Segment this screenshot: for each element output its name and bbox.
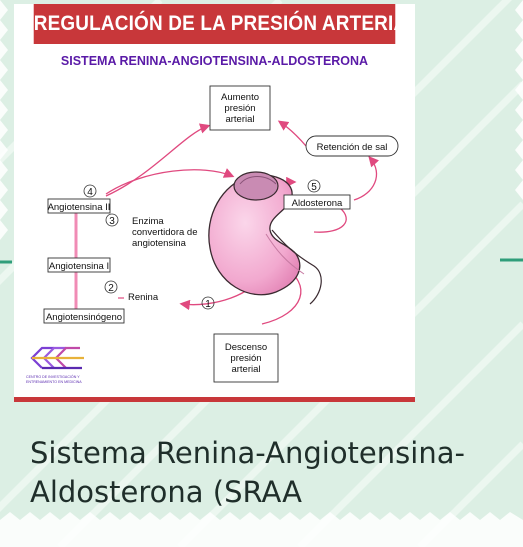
renina-label: Renina [128, 292, 159, 303]
arrow-retencion-to-aumento [277, 120, 307, 147]
step-4-circle [83, 184, 97, 198]
descenso-line2: presión [230, 353, 261, 364]
aldosterona-label: Aldosterona [292, 198, 343, 209]
angiotensinogeno-label: Angiotensinógeno [46, 312, 122, 323]
box-angiotensinogeno [43, 308, 125, 324]
banner-title: REGULACIÓN DE LA PRESIÓN ARTERIAL [33, 4, 415, 44]
enzima-line2: convertidora de [132, 227, 197, 238]
step-5-label: 5 [311, 182, 317, 193]
box-aumento-presion [209, 85, 271, 131]
box-angiotensina-i [47, 257, 111, 273]
diagram-subtitle: SISTEMA RENINA-ANGIOTENSINA-ALDOSTERONA [60, 54, 369, 68]
descenso-line1: Descenso [225, 342, 267, 353]
enzima-line1: Enzima [132, 216, 164, 227]
arrow-aldosterona-to-retencion [353, 156, 380, 201]
aumento-line3: arterial [225, 114, 254, 125]
aumento-line1: Aumento [221, 92, 259, 103]
arrow-angiotensin-to-aumento [105, 123, 211, 197]
retencion-label: Retención de sal [317, 142, 388, 153]
descenso-line3: arterial [231, 364, 260, 375]
logo-text-1: CENTRO DE INVESTIGACIÓN Y [26, 374, 80, 379]
box-aldosterona [283, 194, 351, 210]
oval-retencion-sal [305, 135, 399, 157]
box-descenso-presion [213, 333, 279, 383]
box-angiotensina-ii [47, 198, 111, 214]
arrow-angiotensin-to-adrenal [105, 168, 235, 195]
kidney-illustration [208, 171, 322, 305]
step-5-circle [307, 179, 321, 193]
cie-logo: CENTRO DE INVESTIGACIÓN Y ENTRENAMIENTO … [26, 346, 84, 384]
aumento-line2: presión [224, 103, 255, 114]
step-2-circle [104, 280, 118, 294]
caption-line-1: Sistema Renina-Angiotensina- [30, 436, 465, 470]
enzima-line3: angiotensina [132, 238, 187, 249]
step-1-label: 1 [205, 299, 211, 310]
angiotensina-ii-label: Angiotensina II [48, 202, 111, 213]
step-3-label: 3 [109, 216, 115, 227]
raas-diagram: Aumento presión arterial Retención de sa… [26, 85, 399, 384]
step-4-label: 4 [87, 187, 93, 198]
step-1-circle [201, 296, 215, 310]
caption: Sistema Renina-Angiotensina- Aldosterona… [30, 434, 510, 512]
caption-line-2: Aldosterona (SRAA [30, 475, 302, 509]
slide-card: REGULACIÓN DE LA PRESIÓN ARTERIAL SISTEM… [14, 4, 415, 402]
angiotensina-i-label: Angiotensina I [49, 261, 109, 272]
arrow-kidney-to-aldosterona-loop [313, 207, 347, 233]
step-2-label: 2 [108, 283, 114, 294]
logo-text-2: ENTRENAMIENTO EN MEDICINA [26, 380, 82, 384]
step-3-circle [105, 213, 119, 227]
card-bottom-strip [14, 397, 415, 402]
